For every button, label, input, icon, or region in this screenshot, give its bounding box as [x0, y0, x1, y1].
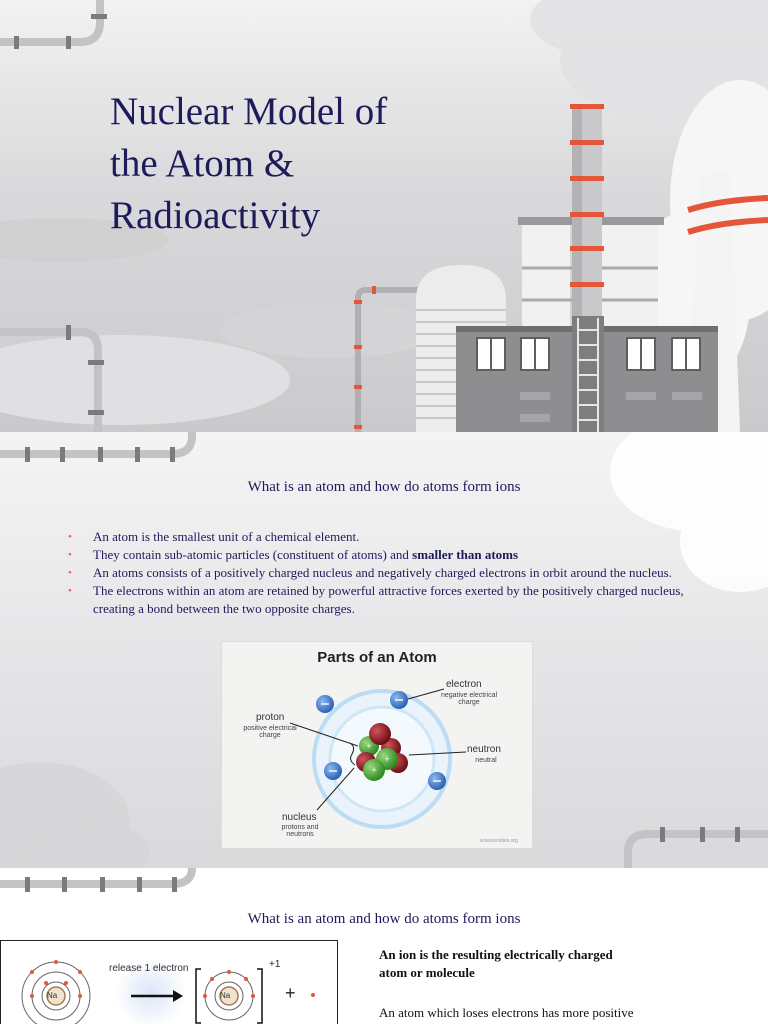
electron-description: negative electrical charge	[440, 692, 498, 706]
title-slide: Nuclear Model of the Atom & Radioactivit…	[0, 0, 768, 432]
plus-signs: + + +	[366, 741, 389, 775]
slide-title: Nuclear Model of the Atom & Radioactivit…	[110, 86, 450, 242]
industrial-background-illustration	[0, 0, 768, 432]
ion-definition: An ion is the resulting electrically cha…	[379, 947, 613, 980]
slide-heading: What is an atom and how do atoms form io…	[247, 479, 521, 495]
svg-text:+: +	[366, 741, 371, 751]
nucleus-description: protons and neutrons	[281, 824, 319, 838]
released-electron-icon	[311, 993, 315, 997]
bullet-item: They contain sub-atomic particles (const…	[66, 546, 706, 564]
proton-label: proton	[256, 712, 285, 723]
bullet-item: The electrons within an atom are retaine…	[66, 582, 706, 618]
nucleus-icon	[356, 723, 408, 781]
title-line-2: the Atom &	[110, 142, 295, 185]
bullet-item: An atom is the smallest unit of a chemic…	[66, 528, 706, 546]
release-electron-label: release 1 electron	[109, 963, 189, 974]
arrow-icon	[131, 990, 183, 1002]
title-line-1: Nuclear Model of	[110, 90, 388, 133]
sodium-ion-diagram	[21, 957, 315, 1024]
bullet-list: An atom is the smallest unit of a chemic…	[66, 528, 706, 618]
slide-background-decoration	[0, 868, 196, 892]
ion-formation-figure: release 1 electron Na Na +1 +	[0, 940, 338, 1024]
charge-label: +1	[269, 959, 281, 970]
sodium-ion-icon	[195, 968, 263, 1024]
neutron-label: neutron	[467, 744, 501, 755]
sodium-ion-symbol: Na	[220, 991, 231, 1000]
plus-sign: +	[285, 983, 296, 1003]
ion-formation-slide: What is an atom and how do atoms form io…	[0, 868, 768, 1024]
atom-diagram: + + +	[289, 688, 467, 829]
svg-text:+: +	[384, 754, 389, 764]
figure-credit: sciencenotes.org	[480, 838, 518, 844]
svg-text:+: +	[371, 765, 376, 775]
label-leader-lines	[289, 688, 467, 811]
atom-definition-slide: What is an atom and how do atoms form io…	[0, 432, 768, 868]
slide-heading: What is an atom and how do atoms form io…	[247, 911, 521, 927]
nucleus-label: nucleus	[282, 812, 317, 823]
figure-title: Parts of an Atom	[317, 649, 437, 666]
bullet-item: An atoms consists of a positively charge…	[66, 564, 706, 582]
sodium-symbol: Na	[47, 991, 58, 1000]
parts-of-atom-figure: Parts of an Atom + + +	[221, 641, 533, 849]
ion-explanation: An atom which loses electrons has more p…	[379, 1005, 634, 1020]
electron-label: electron	[446, 679, 482, 690]
proton-description: positive electrical charge	[243, 725, 297, 739]
neutron-description: neutral	[475, 757, 497, 764]
pipe-top-left	[0, 0, 104, 46]
sodium-atom-icon	[21, 960, 91, 1024]
title-line-3: Radioactivity	[110, 194, 321, 237]
